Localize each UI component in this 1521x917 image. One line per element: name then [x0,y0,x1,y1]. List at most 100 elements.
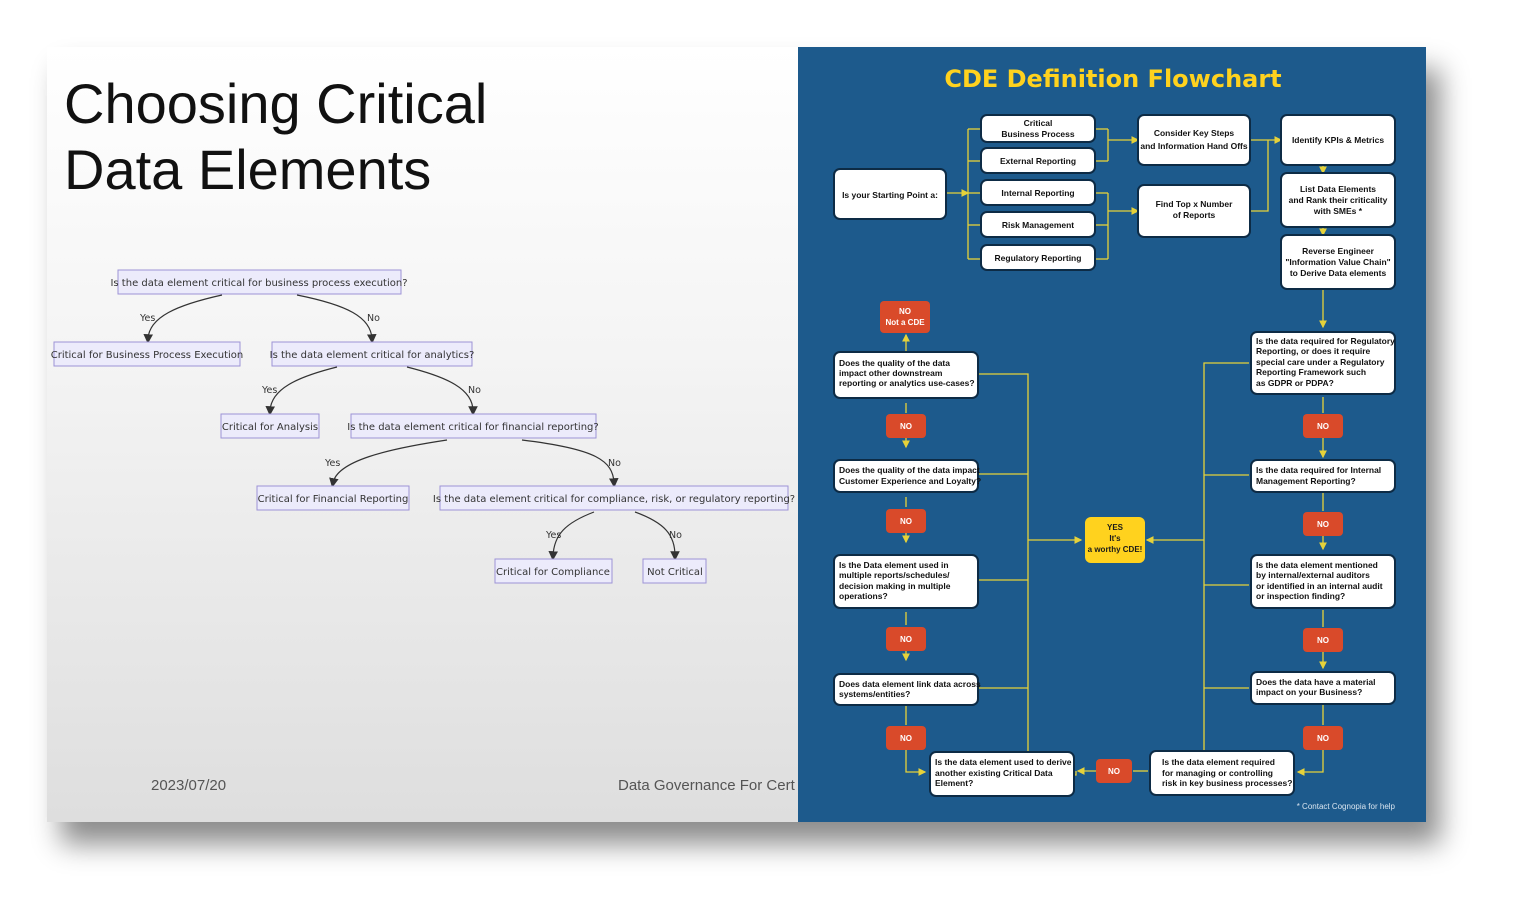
svg-text:Critical for Compliance: Critical for Compliance [496,567,610,578]
svg-text:NO: NO [1317,636,1329,645]
svg-text:NO: NO [1317,422,1329,431]
slide-date: 2023/07/20 [151,777,227,794]
svg-text:Is the data element required: Is the data element required [1162,757,1275,767]
left-question-2: Does the quality of the data impact Cust… [833,459,981,493]
tree-node-r5: Not Critical [642,558,707,584]
tree-node-r2: Critical for Analysis [220,413,320,439]
svg-text:reporting or analytics use-cas: reporting or analytics use-cases? [839,378,975,388]
svg-text:NO: NO [900,517,912,526]
svg-text:Does the quality of the data: Does the quality of the data [839,358,950,368]
tree-edge-q3-r3 [329,439,448,488]
svg-text:and Rank their criticality: and Rank their criticality [1289,195,1388,205]
svg-text:Does data element link data ac: Does data element link data across [839,679,981,689]
svg-text:or inspection finding?: or inspection finding? [1256,591,1345,601]
tree-node-r1: Critical for Business Process Execution [51,341,244,367]
tree-label-no: No [468,385,481,396]
svg-text:risk in key business processes: risk in key business processes? [1162,778,1292,788]
svg-text:"Information Value Chain": "Information Value Chain" [1285,257,1390,267]
slide-title-line-1: Choosing Critical [64,72,488,135]
bottom-left-question: Is the data element used to derive anoth… [929,751,1075,797]
left-question-1: Does the quality of the data impact othe… [833,351,979,399]
svg-text:impact on your Business?: impact on your Business? [1256,687,1362,697]
svg-text:NO: NO [1317,520,1329,529]
tree-label-yes: Yes [324,458,340,469]
tree-label-no: No [669,530,682,541]
svg-text:Find Top x Number: Find Top x Number [1156,199,1234,209]
svg-text:NO: NO [900,734,912,743]
list-data-elements-box: List Data Elements and Rank their critic… [1280,172,1396,228]
svg-text:It's: It's [1109,534,1121,543]
cde-flowchart-poster: CDE Definition Flowchart [798,47,1426,822]
svg-text:Is the data required for Regul: Is the data required for Regulatory [1256,336,1395,346]
svg-text:Not a CDE: Not a CDE [885,318,925,327]
option-regulatory-reporting: Regulatory Reporting [980,244,1096,271]
svg-text:Critical for Business Process: Critical for Business Process Execution [51,350,244,361]
no-badge-right-3: NO [1303,628,1343,652]
svg-text:Critical for Analysis: Critical for Analysis [222,422,318,433]
svg-text:multiple reports/schedules/: multiple reports/schedules/ [839,570,950,580]
svg-text:by internal/external auditors: by internal/external auditors [1256,570,1370,580]
svg-text:decision making in multiple: decision making in multiple [839,581,951,591]
tree-edge-q1-r1 [143,294,223,344]
svg-text:with SMEs *: with SMEs * [1313,206,1363,216]
reverse-engineer-box: Reverse Engineer "Information Value Chai… [1280,234,1396,290]
slide-title-line-2: Data Elements [64,138,432,201]
right-connectors [1076,289,1327,776]
svg-text:Risk Management: Risk Management [1002,220,1074,230]
tree-node-q2: Is the data element critical for analyti… [270,341,474,367]
no-badge-left-3: NO [886,627,926,651]
decision-tree: Yes No Yes No Yes No Yes No Is the data … [51,269,795,584]
slide-title: Choosing Critical Data Elements [64,71,664,203]
find-top-reports-box: Find Top x Number of Reports [1137,184,1251,238]
tree-label-no: No [608,458,621,469]
tree-node-q4: Is the data element critical for complia… [433,485,795,511]
svg-text:Is the data element mentioned: Is the data element mentioned [1256,560,1378,570]
right-question-2: Is the data required for Internal Manage… [1250,459,1396,493]
no-badge-left-2: NO [886,509,926,533]
tree-label-no: No [367,313,380,324]
left-question-4: Does data element link data across syste… [833,673,981,706]
svg-text:Reverse Engineer: Reverse Engineer [1302,246,1375,256]
no-not-a-cde-badge: NO Not a CDE [880,301,930,333]
right-question-4: Does the data have a material impact on … [1250,671,1396,705]
right-question-1: Is the data required for Regulatory Repo… [1250,331,1396,395]
no-badge-right-1: NO [1303,414,1343,438]
svg-text:Reporting Framework such: Reporting Framework such [1256,367,1366,377]
svg-text:Is the data element used to de: Is the data element used to derive [935,757,1072,767]
svg-text:NO: NO [1108,767,1120,776]
tree-node-r4: Critical for Compliance [494,558,613,584]
svg-text:special care under a Regulator: special care under a Regulatory [1256,357,1385,367]
bottom-right-question: Is the data element required for managin… [1149,750,1295,796]
tree-edge-q3-q4 [521,439,619,488]
svg-text:Is the Data element used in: Is the Data element used in [839,560,949,570]
option-external-reporting: External Reporting [980,147,1096,174]
svg-text:to Derive Data elements: to Derive Data elements [1290,268,1387,278]
tree-label-yes: Yes [261,385,277,396]
svg-text:a worthy CDE!: a worthy CDE! [1088,545,1143,554]
tree-node-q3: Is the data element critical for financi… [347,413,599,439]
tree-label-yes: Yes [139,313,155,324]
left-question-3: Is the Data element used in multiple rep… [833,554,979,609]
svg-text:Reporting, or does it require: Reporting, or does it require [1256,346,1371,356]
no-badge-right-2: NO [1303,512,1343,536]
svg-text:Not Critical: Not Critical [647,567,703,578]
consider-key-steps-box: Consider Key Steps and Information Hand … [1137,114,1251,166]
svg-text:Business Process: Business Process [1001,129,1075,139]
svg-text:or identified in an internal a: or identified in an internal audit [1256,581,1383,591]
svg-text:for managing or controlling: for managing or controlling [1162,768,1273,778]
top-connectors [946,128,1327,260]
tree-edge-q2-q3 [406,366,478,416]
tree-edge-q4-r5 [634,511,680,561]
tree-edge-q4-r4 [548,511,595,561]
tree-node-r3: Critical for Financial Reporting [256,485,410,511]
svg-text:Regulatory Reporting: Regulatory Reporting [995,253,1082,263]
no-badge-right-4: NO [1303,726,1343,750]
tree-edge-q1-q2 [296,294,377,344]
identify-kpis-box: Identify KPIs & Metrics [1280,114,1396,166]
left-connectors [902,333,1083,776]
svg-text:impact other downstream: impact other downstream [839,368,943,378]
svg-text:Is the data required for Inter: Is the data required for Internal [1256,465,1381,475]
option-critical-business-process: Critical Business Process [980,114,1096,143]
svg-text:as GDPR or PDPA?: as GDPR or PDPA? [1256,378,1334,388]
right-question-3: Is the data element mentioned by interna… [1250,554,1396,609]
